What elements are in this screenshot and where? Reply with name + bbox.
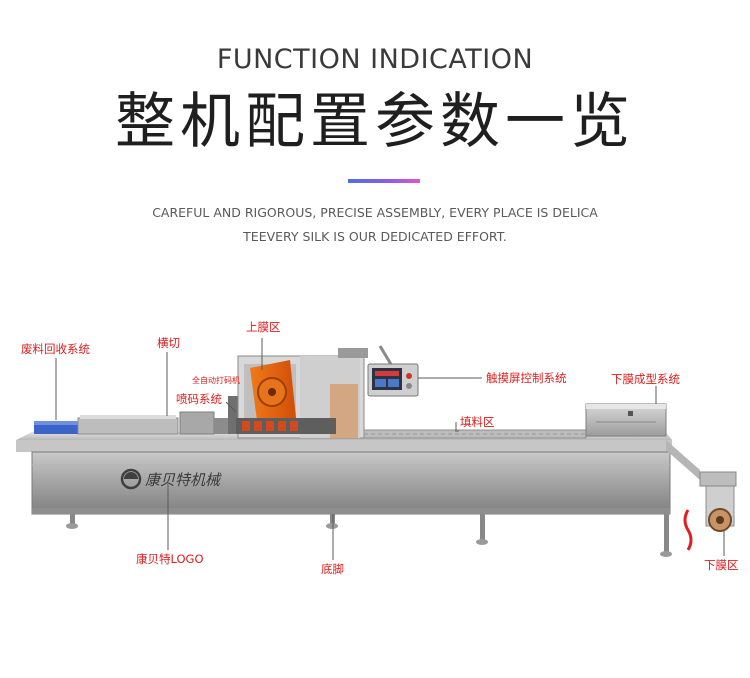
lower-film-unwind — [666, 440, 737, 551]
label-cross-cut: 横切 — [157, 336, 180, 350]
machine-illustration: 康贝特机械 — [16, 338, 737, 560]
label-lower-film-area: 下膜区 — [704, 558, 739, 572]
brand-logo: 康贝特机械 — [120, 468, 222, 490]
label-upper-film: 上膜区 — [246, 320, 281, 334]
label-lower-film-forming: 下膜成型系统 — [611, 372, 680, 386]
label-feet: 底脚 — [321, 562, 344, 576]
accent-bar — [348, 179, 420, 183]
machine-body — [16, 432, 672, 515]
label-touchscreen: 触摸屏控制系统 — [486, 371, 567, 385]
subtitle-line-1: CAREFUL AND RIGOROUS, PRECISE ASSEMBLY, … — [152, 205, 598, 220]
forming-box — [585, 403, 667, 437]
label-inkjet: 喷码系统 — [176, 392, 222, 406]
title-english: FUNCTION INDICATION — [216, 44, 534, 75]
label-waste-recycling: 废料回收系统 — [21, 342, 90, 356]
waste-tray — [34, 415, 179, 435]
label-logo: 康贝特LOGO — [136, 552, 204, 566]
machine-feet — [66, 514, 672, 557]
title-chinese: 整机配置参数一览 — [115, 87, 635, 157]
label-auto-coder: 全自动打码机 — [192, 376, 240, 385]
filling-conveyor — [363, 429, 587, 439]
brand-text: 康贝特机械 — [145, 471, 222, 489]
touch-screen-panel — [367, 345, 419, 397]
leader-lines — [55, 338, 725, 560]
label-filling-area: 填料区 — [460, 415, 495, 429]
upper-film-unit — [236, 348, 368, 439]
cross-cut-unit — [179, 396, 238, 435]
subtitle-line-2: TEEVERY SILK IS OUR DEDICATED EFFORT. — [243, 229, 507, 244]
